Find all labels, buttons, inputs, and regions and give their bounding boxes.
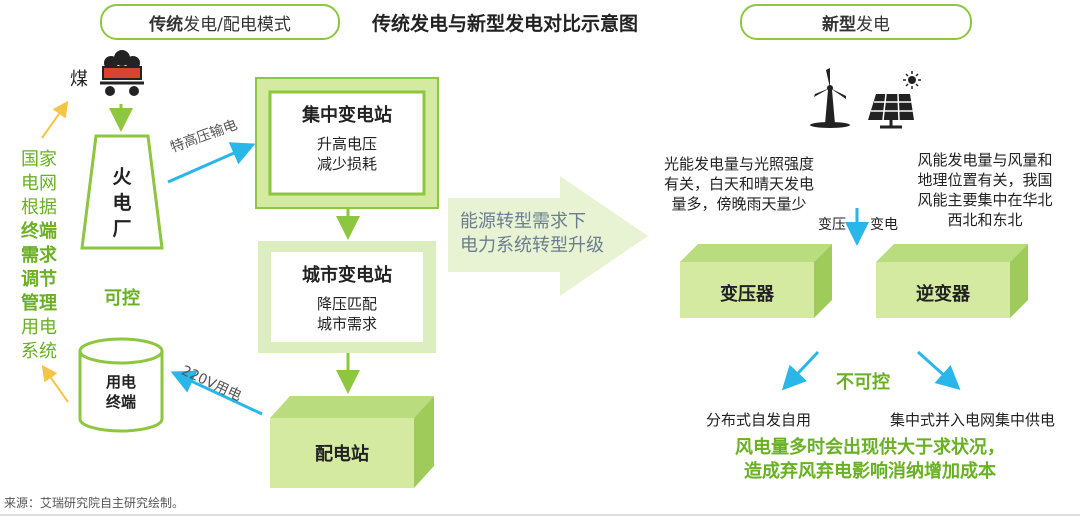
- 220v-arrow: [170, 370, 263, 416]
- side-text-line: 根据: [21, 197, 57, 218]
- city-station-line: 降压匹配: [316, 295, 377, 313]
- terminal-line: 终端: [105, 393, 136, 411]
- power-plant-label: 火 电 厂: [108, 164, 136, 242]
- coal-label: 煤: [70, 69, 88, 90]
- side-text-line: 调节: [21, 269, 57, 290]
- source-note: 来源：艾瑞研究院自主研究绘制。: [4, 496, 185, 510]
- side-text-line: 系统: [21, 341, 57, 362]
- wind-line: 地理位置有关，我国: [917, 171, 1053, 189]
- transition-line: 电力系统转型升级: [460, 235, 604, 256]
- conclusion-line: 风电量多时会出现供大于求状况，: [735, 437, 1005, 458]
- distribution-box: [270, 396, 434, 488]
- central-station-line: 减少损耗: [316, 155, 377, 173]
- transition-text: 能源转型需求下 电力系统转型升级: [460, 210, 604, 258]
- tab-traditional-rest: 发电/配电模式: [183, 14, 291, 35]
- transition-arrow: [448, 176, 648, 296]
- side-text-line: 用电: [21, 317, 57, 338]
- solar-line: 量多，傍晚雨天量少: [671, 195, 807, 213]
- plant-char: 厂: [112, 218, 132, 240]
- city-station-text: 城市变电站 降压匹配 城市需求: [271, 264, 423, 334]
- transformer-box: [680, 244, 832, 318]
- conclusion-line: 造成弃风弃电影响消纳增加成本: [744, 461, 996, 482]
- terminal-line: 用电: [105, 373, 136, 391]
- power-plant-shape: [80, 134, 164, 250]
- tab-traditional-bold: 传统: [149, 14, 184, 35]
- tab-new-bold: 新型: [822, 14, 856, 35]
- solar-line: 有关，白天和晴天发电: [663, 175, 814, 193]
- solar-line: 光能发电量与光照强度: [663, 155, 814, 173]
- inverter-box: [876, 244, 1028, 318]
- wind-turbine-icon: [804, 68, 856, 128]
- tab-new-rest: 发电: [856, 14, 890, 35]
- tab-traditional: 传统发电/配电模式: [100, 4, 340, 40]
- central-station-title: 集中变电站: [302, 105, 392, 126]
- uhv-arrow: [167, 142, 256, 184]
- side-text-line: 管理: [21, 293, 57, 314]
- coal-cart-icon: [100, 50, 144, 96]
- centralized-arrow: [916, 350, 961, 391]
- side-text-line: 国家: [21, 149, 57, 170]
- wind-line: 风能主要集中在华北: [917, 191, 1053, 209]
- city-station-line: 城市需求: [316, 315, 377, 333]
- distribution-label: 配电站: [315, 444, 369, 465]
- transition-line: 能源转型需求下: [460, 211, 586, 232]
- page-title: 传统发电与新型发电对比示意图: [372, 13, 639, 35]
- conclusion-text: 风电量多时会出现供大于求状况， 造成弃风弃电影响消纳增加成本: [700, 436, 1040, 484]
- terminal-cylinder: [78, 337, 164, 433]
- tab-new: 新型发电: [740, 4, 972, 40]
- distributed-arrow: [781, 350, 820, 391]
- inverter-label: 逆变器: [916, 284, 970, 305]
- centralized-label: 集中式并入电网集中供电: [890, 411, 1056, 429]
- side-text-line: 需求: [21, 245, 57, 266]
- terminal-label: 用电 终端: [91, 372, 151, 412]
- wind-description: 风能发电量与风量和 地理位置有关，我国 风能主要集中在华北 西北和东北: [900, 150, 1070, 230]
- controllable-label: 可控: [104, 288, 140, 309]
- city-station-inner: [271, 252, 423, 342]
- uncontrollable-label: 不可控: [836, 372, 890, 393]
- convert-left-label: 变压: [818, 217, 846, 233]
- yellow-arrow-up: [41, 100, 69, 139]
- plant-char: 火: [112, 166, 132, 188]
- yellow-arrow-down: [41, 364, 69, 403]
- side-text-line: 终端: [21, 221, 57, 242]
- central-station-line: 升高电压: [316, 135, 377, 153]
- central-station-text: 集中变电站 升高电压 减少损耗: [270, 104, 424, 174]
- side-text-line: 电网: [21, 173, 57, 194]
- plant-char: 电: [112, 192, 132, 214]
- city-station-title: 城市变电站: [302, 265, 392, 286]
- solar-description: 光能发电量与光照强度 有关，白天和晴天发电 量多，傍晚雨天量少: [650, 154, 828, 214]
- transformer-label: 变压器: [720, 284, 774, 305]
- central-station-inner: [268, 90, 426, 196]
- convert-right-label: 变电: [870, 217, 898, 233]
- grid-management-text: 国家 电网 根据 终端 需求 调节 管理 用电 系统: [14, 148, 64, 364]
- wind-line: 西北和东北: [947, 211, 1023, 229]
- solar-panel-icon: [868, 71, 921, 129]
- distributed-label: 分布式自发自用: [706, 411, 812, 429]
- wind-line: 风能发电量与风量和: [917, 151, 1053, 169]
